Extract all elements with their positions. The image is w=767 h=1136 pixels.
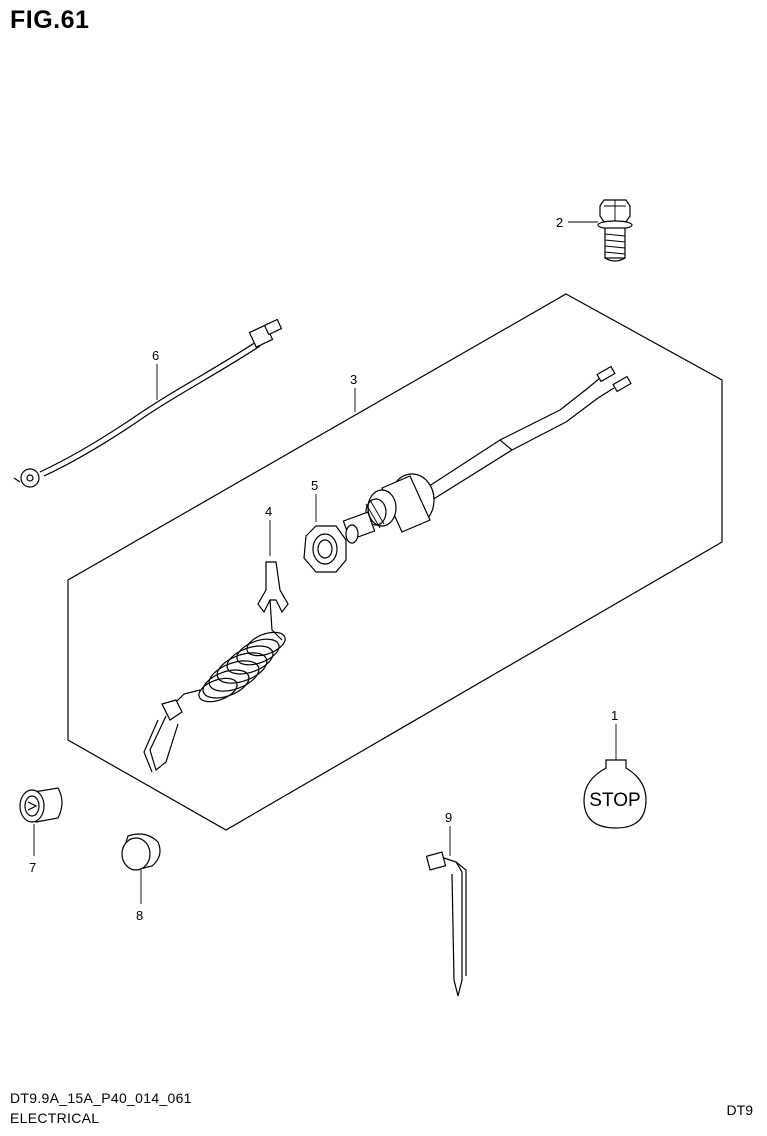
callout-1[interactable]: 1 <box>611 708 618 723</box>
callout-4[interactable]: 4 <box>265 504 272 519</box>
diagram-code: DT9.9A_15A_P40_014_061 <box>10 1090 192 1106</box>
callout-6[interactable]: 6 <box>152 348 159 363</box>
model-label: DT9 <box>726 1102 753 1118</box>
cable-tie-part[interactable] <box>425 851 467 997</box>
figure-title: FIG.61 <box>10 6 90 34</box>
callout-9[interactable]: 9 <box>445 810 452 825</box>
section-name: ELECTRICAL <box>10 1110 100 1126</box>
stop-decal-text: STOP <box>589 790 640 811</box>
kit-box-outline <box>67 293 723 831</box>
callout-7[interactable]: 7 <box>29 860 36 875</box>
stop-decal-part[interactable]: STOP <box>583 759 647 829</box>
callout-8[interactable]: 8 <box>136 908 143 923</box>
ground-lead-wire-part[interactable] <box>13 318 283 488</box>
callout-2[interactable]: 2 <box>556 215 563 230</box>
stop-switch-part[interactable] <box>342 365 632 544</box>
plug-cap-part[interactable] <box>121 833 161 871</box>
nut-part[interactable] <box>303 525 347 573</box>
grommet-part[interactable] <box>19 787 63 823</box>
lanyard-cord-part[interactable] <box>143 561 289 773</box>
callout-5[interactable]: 5 <box>311 478 318 493</box>
bolt-part[interactable] <box>597 199 633 262</box>
callout-3[interactable]: 3 <box>350 372 357 387</box>
